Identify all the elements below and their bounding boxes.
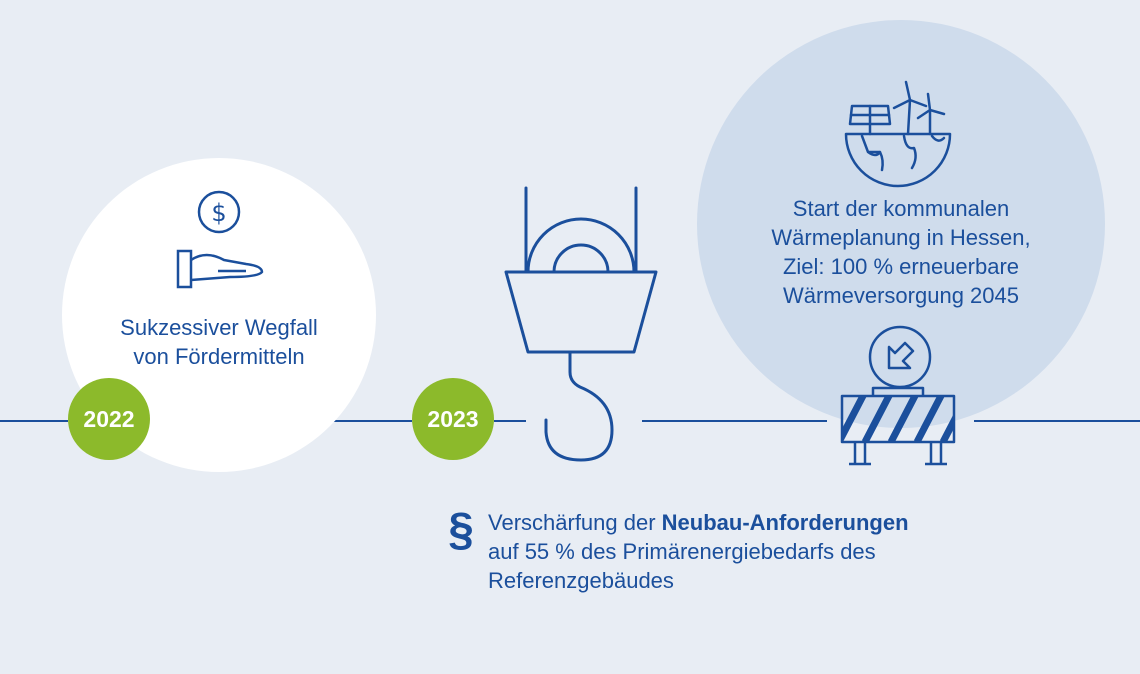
heat-planning-line: Wärmeplanung in Hessen, [771, 225, 1031, 250]
funding-caption-line: von Fördermitteln [133, 344, 305, 369]
year-badge-2023: 2023 [412, 378, 494, 460]
timeline-line-segment [332, 420, 412, 422]
funding-caption: Sukzessiver Wegfall von Fördermitteln [82, 313, 356, 371]
timeline-line-segment [642, 420, 827, 422]
funding-caption-line: Sukzessiver Wegfall [120, 315, 318, 340]
diagonal-arrow-icon [868, 325, 932, 389]
regulation-prefix: Verschärfung der [488, 510, 662, 535]
crane-hook-icon [504, 186, 658, 462]
timeline-line-segment [494, 420, 526, 422]
heat-planning-bubble [697, 20, 1105, 428]
dollar-coin-icon: $ [197, 190, 241, 234]
regulation-line-2: auf 55 % des Primärenergiebedarfs des [488, 539, 876, 564]
regulation-line-3: Referenzgebäudes [488, 568, 674, 593]
paragraph-sign-icon: § [448, 503, 474, 555]
timeline-line-segment [974, 420, 1140, 422]
svg-text:$: $ [211, 199, 226, 227]
regulation-text: Verschärfung der Neubau-Anforderungen au… [488, 508, 909, 595]
heat-planning-line: Ziel: 100 % erneuerbare [782, 254, 1020, 279]
road-barrier-icon [840, 386, 956, 466]
heat-planning-line: Wärmeversorgung 2045 [782, 283, 1019, 308]
renewable-globe-icon [844, 80, 952, 188]
regulation-highlight: Neubau-Anforderungen [661, 510, 909, 535]
year-badge-2022: 2022 [68, 378, 150, 460]
heat-planning-caption: Start der kommunalen Wärmeplanung in Hes… [727, 194, 1075, 310]
heat-planning-line: Start der kommunalen [792, 196, 1010, 221]
timeline-line-segment [0, 420, 68, 422]
open-hand-icon [176, 249, 264, 289]
regulation-line-1: Verschärfung der Neubau-Anforderungen [488, 508, 909, 537]
